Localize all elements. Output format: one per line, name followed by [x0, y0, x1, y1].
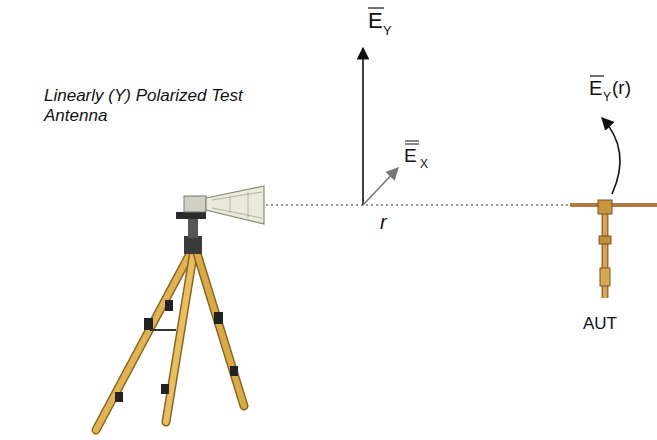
distance-label: r: [380, 212, 387, 232]
vector-symbol: E: [368, 10, 383, 32]
ex-vector: [363, 168, 398, 205]
vector-symbol: E: [589, 78, 602, 98]
overline: [368, 7, 384, 8]
vector-subscript: Y: [383, 24, 392, 37]
vector-subscript: X: [420, 158, 428, 170]
overline: [590, 75, 604, 76]
antenna-caption: Linearly (Y) Polarized Test Antenna: [44, 86, 244, 127]
overline: [405, 141, 419, 142]
vector-argument: (r): [612, 78, 631, 97]
rotation-arrow: [602, 118, 620, 194]
tripod: [96, 212, 244, 430]
vector-symbol: E: [404, 146, 417, 165]
aut-dipole: [570, 200, 657, 298]
antenna-label: AUT: [583, 315, 617, 332]
vector-subscript: Y: [603, 91, 611, 103]
overline: [405, 144, 419, 145]
ey-vector: [362, 48, 364, 205]
horn-antenna: [184, 186, 264, 224]
path-line: [266, 204, 570, 205]
